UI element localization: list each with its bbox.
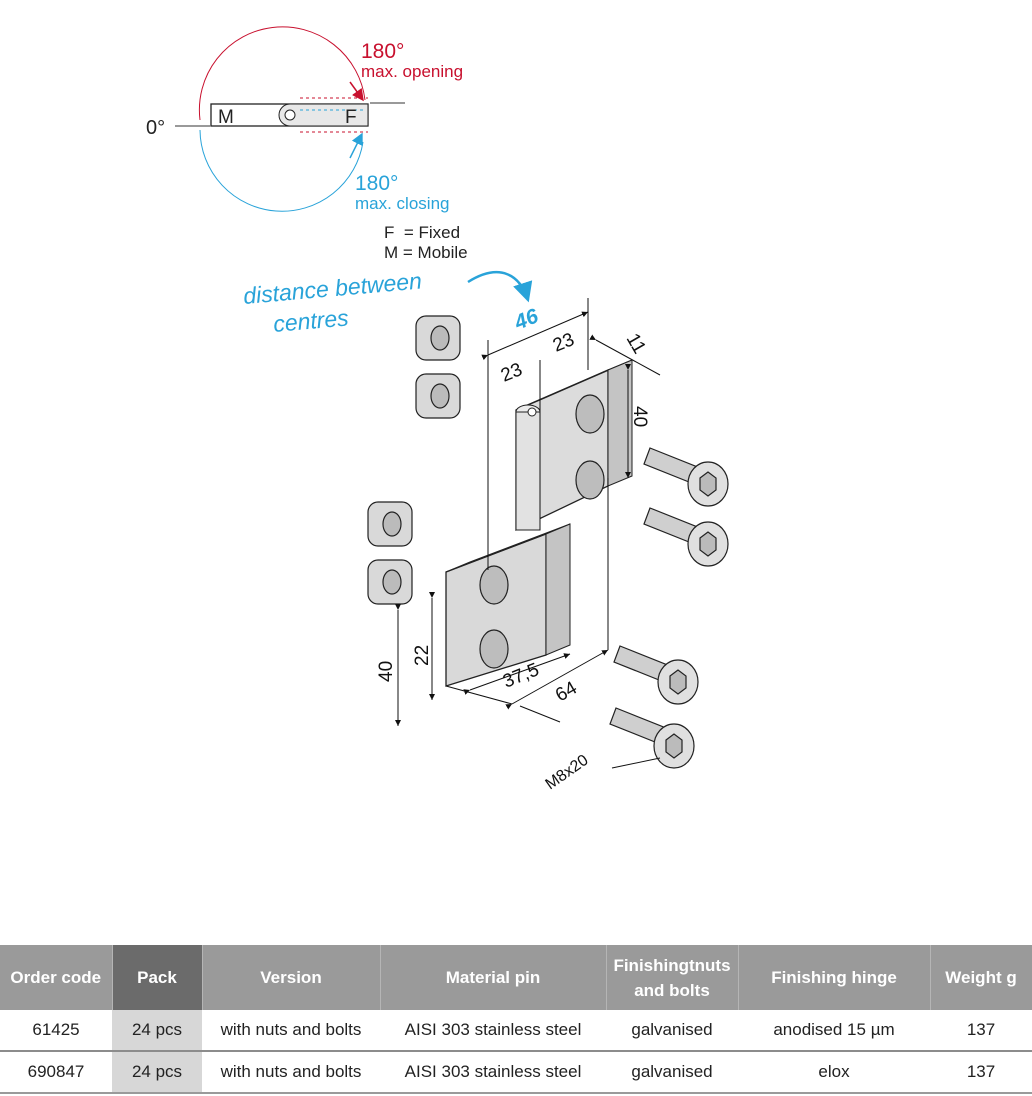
leaf-m-label: M [218, 107, 234, 128]
header-finishing-hinge: Finishing hinge [738, 945, 931, 1010]
cell-pack: 24 pcs [112, 1051, 202, 1094]
header-material-pin: Material pin [380, 945, 607, 1010]
opening-angle: 180° [361, 40, 404, 63]
cell-order-code[interactable]: 61425 [0, 1010, 112, 1052]
dim-22: 22 [412, 645, 433, 666]
cell-version: with nuts and bolts [202, 1010, 380, 1052]
table-row[interactable]: 61425 24 pcs with nuts and bolts AISI 30… [0, 1010, 1032, 1052]
note-arrow [467, 271, 533, 303]
dim-23-left: 23 [498, 359, 525, 386]
table-row[interactable]: 690847 24 pcs with nuts and bolts AISI 3… [0, 1051, 1032, 1094]
closing-arc [199, 129, 364, 212]
note-line-2: centres [272, 304, 350, 337]
hinge-part [445, 359, 633, 687]
cell-material-pin: AISI 303 stainless steel [380, 1010, 606, 1052]
header-version: Version [202, 945, 381, 1010]
dim-46: 46 [510, 304, 541, 335]
rotation-schematic: 0° M F 180° max. opening 180° max. closi… [146, 26, 468, 262]
header-finishing-nuts: Finishingtnuts and bolts [606, 945, 739, 1010]
opening-arc-head [349, 81, 364, 102]
bolt-icon [643, 507, 729, 567]
nut-icon [415, 373, 461, 419]
closing-label: max. closing [355, 194, 449, 213]
dim-64: 64 [552, 677, 581, 706]
dim-11: 11 [622, 330, 650, 358]
legend-fixed: F = Fixed [384, 223, 460, 242]
header-pack: Pack [112, 945, 203, 1010]
hinge-technical-drawing: 0° M F 180° max. opening 180° max. closi… [146, 26, 729, 794]
opening-label: max. opening [361, 62, 463, 81]
cell-weight: 137 [930, 1051, 1032, 1094]
bolt-icon [643, 447, 729, 507]
bolt-icon [609, 707, 695, 769]
cell-finishing-nuts: galvanised [606, 1010, 738, 1052]
cell-finishing-hinge: elox [738, 1051, 930, 1094]
closing-angle: 180° [355, 172, 398, 195]
table-header-row: Order code Pack Version Material pin Fin… [0, 945, 1032, 1010]
spec-table: Order code Pack Version Material pin Fin… [0, 945, 1032, 1094]
cell-weight: 137 [930, 1010, 1032, 1052]
square-nuts [367, 315, 461, 605]
cell-finishing-nuts: galvanised [606, 1051, 738, 1094]
nut-icon [367, 501, 413, 547]
cell-order-code[interactable]: 690847 [0, 1051, 112, 1094]
dim-40-right: 40 [629, 406, 650, 427]
dimension-lines [395, 298, 661, 769]
dim-23-right: 23 [550, 329, 577, 356]
cell-finishing-hinge: anodised 15 µm [738, 1010, 930, 1052]
bolt-icon [613, 645, 699, 705]
note-line-1: distance between [242, 267, 423, 309]
cell-material-pin: AISI 303 stainless steel [380, 1051, 606, 1094]
nut-icon [367, 559, 413, 605]
cell-pack: 24 pcs [112, 1010, 202, 1052]
closing-arc-head [349, 132, 363, 159]
bolts [609, 447, 729, 769]
zero-degree-label: 0° [146, 117, 165, 139]
nut-icon [415, 315, 461, 361]
leaf-f-label: F [345, 107, 357, 128]
centres-note: distance between centres [242, 267, 533, 337]
bolt-size-label: M8x20 [543, 752, 592, 794]
dim-40-left: 40 [376, 661, 397, 682]
cell-version: with nuts and bolts [202, 1051, 380, 1094]
legend-mobile: M = Mobile [384, 243, 468, 262]
opening-arc [198, 26, 366, 121]
header-weight: Weight g [930, 945, 1032, 1010]
header-order-code: Order code [0, 945, 113, 1010]
